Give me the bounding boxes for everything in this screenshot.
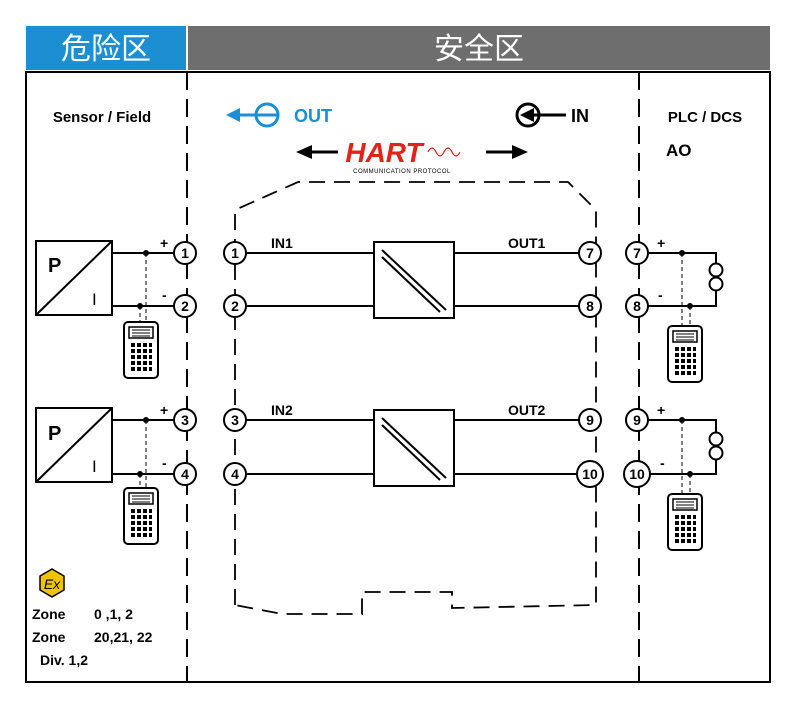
plus-sign: + bbox=[160, 235, 168, 251]
sensor-letter: P bbox=[48, 423, 61, 445]
plus-sign: + bbox=[657, 402, 665, 418]
input-channel-label: IN2 bbox=[271, 402, 293, 418]
plus-sign: + bbox=[160, 402, 168, 418]
safe-area-header bbox=[188, 26, 770, 70]
plc-terminal: 8 bbox=[633, 298, 641, 314]
input-channel-label: IN1 bbox=[271, 235, 293, 251]
zone-label: Zone bbox=[32, 606, 66, 622]
output-channel-label: OUT2 bbox=[508, 402, 546, 418]
output-terminal: 7 bbox=[586, 245, 594, 261]
hart-handheld-icon bbox=[667, 493, 703, 551]
terminal-circle bbox=[173, 241, 197, 265]
zone-value: 0 ,1, 2 bbox=[94, 606, 133, 622]
zone-label: Zone bbox=[32, 629, 66, 645]
plus-sign: + bbox=[657, 235, 665, 251]
hazardous-area-label: 危险区 bbox=[61, 32, 151, 67]
input-terminal: 3 bbox=[231, 412, 239, 428]
hart-handheld-icon bbox=[123, 321, 159, 379]
hart-handheld-icon bbox=[667, 325, 703, 383]
isolator-housing-outline bbox=[234, 181, 597, 615]
channel-1: P I + - 1 2 1 2 IN1 OUT1 7 bbox=[35, 235, 724, 383]
hart-bidirectional-arrow bbox=[296, 145, 528, 159]
ex-atex-icon: Ex bbox=[39, 568, 65, 598]
minus-sign: - bbox=[660, 455, 665, 471]
hazardous-area-header bbox=[26, 26, 186, 70]
field-terminal: 1 bbox=[181, 245, 189, 261]
hart-logo-tagline: COMMUNICATION PROTOCOL bbox=[353, 169, 451, 175]
output-terminal: 10 bbox=[582, 466, 598, 482]
sensor-sub: I bbox=[92, 290, 97, 309]
minus-sign: - bbox=[162, 287, 167, 303]
field-terminal: 4 bbox=[181, 466, 189, 482]
minus-sign: - bbox=[162, 455, 167, 471]
field-column-title: Sensor / Field bbox=[53, 109, 151, 126]
input-terminal: 1 bbox=[231, 245, 239, 261]
terminal-circle bbox=[173, 294, 197, 318]
plc-terminal: 10 bbox=[629, 466, 645, 482]
sensor-sub: I bbox=[92, 457, 97, 476]
ex-symbol: Ex bbox=[44, 576, 61, 592]
channel-2: P I + - 3 4 3 4 IN2 OUT2 9 10 9 10 bbox=[35, 402, 724, 551]
current-source-icon bbox=[708, 431, 724, 461]
in-flow-label: IN bbox=[571, 106, 589, 126]
control-column-title: PLC / DCS bbox=[668, 109, 742, 126]
output-channel-label: OUT1 bbox=[508, 235, 546, 251]
output-terminal: 9 bbox=[586, 412, 594, 428]
out-flow-label: OUT bbox=[294, 106, 332, 126]
sensor-letter: P bbox=[48, 255, 61, 277]
safe-area-label: 安全区 bbox=[434, 32, 524, 67]
out-flow-icon bbox=[226, 102, 280, 128]
field-terminal: 3 bbox=[181, 412, 189, 428]
plc-terminal: 9 bbox=[633, 412, 641, 428]
field-terminal: 2 bbox=[181, 298, 189, 314]
hart-logo-word: HART bbox=[345, 137, 425, 168]
zone-value: 20,21, 22 bbox=[94, 629, 153, 645]
hart-wave-icon bbox=[427, 147, 461, 157]
control-column-subtitle: AO bbox=[666, 141, 692, 160]
diagram-frame bbox=[25, 71, 771, 683]
output-terminal: 8 bbox=[586, 298, 594, 314]
current-source-icon bbox=[708, 262, 724, 292]
input-terminal: 2 bbox=[231, 298, 239, 314]
in-flow-icon bbox=[515, 102, 566, 128]
minus-sign: - bbox=[658, 287, 663, 303]
division-label: Div. 1,2 bbox=[40, 652, 88, 668]
input-terminal: 4 bbox=[231, 466, 239, 482]
plc-terminal: 7 bbox=[633, 245, 641, 261]
hart-handheld-icon bbox=[123, 487, 159, 545]
